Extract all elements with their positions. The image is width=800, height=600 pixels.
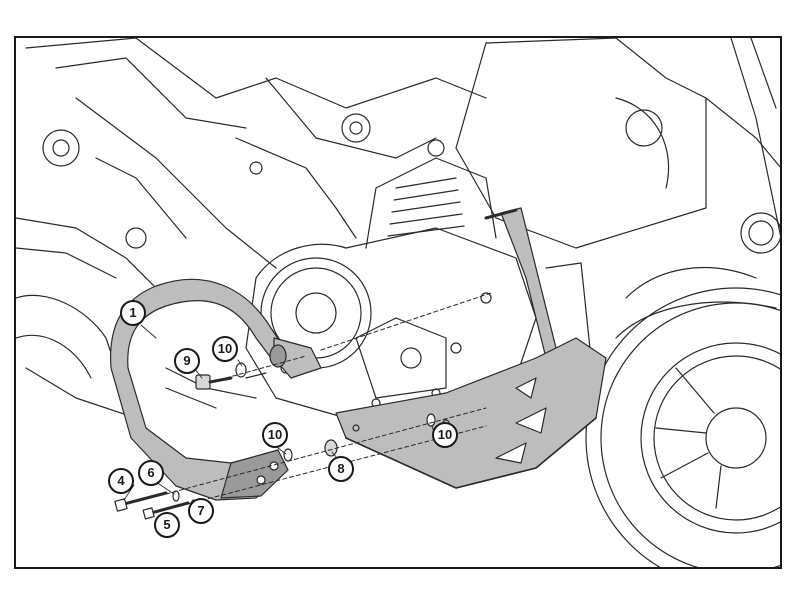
callout-4: 4 [108,468,134,494]
callout-8: 8 [328,456,354,482]
callout-10-upper: 10 [212,336,238,362]
callout-9: 9 [174,348,200,374]
engine-block [245,113,537,419]
callout-10-left: 10 [262,422,288,448]
callout-10-right: 10 [432,422,458,448]
frame-structure [16,38,487,299]
hardware [114,362,436,520]
callout-6: 6 [138,460,164,486]
skid-plate [335,337,607,489]
front-wheel [585,267,780,567]
callout-5: 5 [154,512,180,538]
front-fork [730,38,780,237]
callout-7: 7 [188,498,214,524]
diagram-frame: 1 4 5 6 7 8 9 10 10 10 [14,36,782,569]
callout-1: 1 [120,300,146,326]
